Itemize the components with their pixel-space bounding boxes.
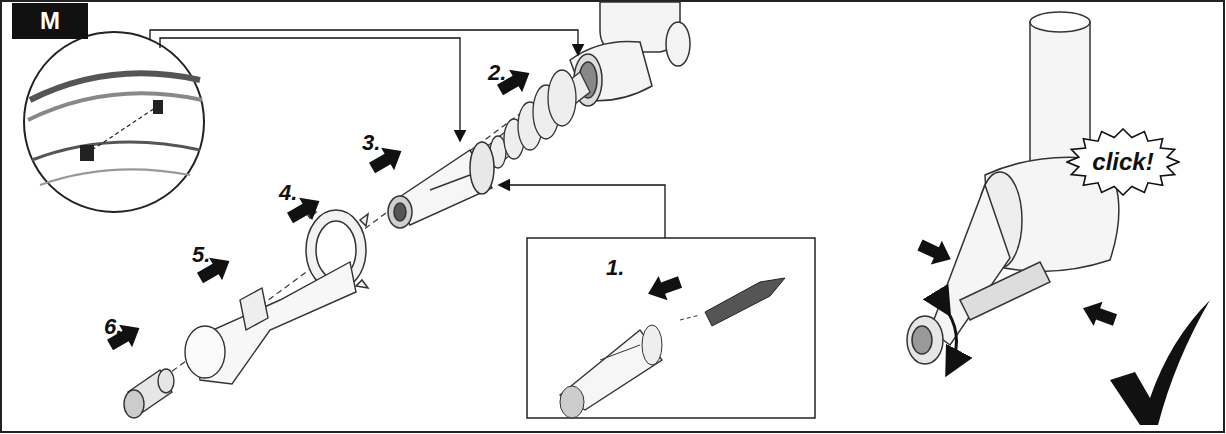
direction-arrows	[104, 62, 685, 357]
callout-number: 1.	[606, 255, 624, 281]
node-text: click!	[1066, 148, 1180, 176]
step-tab: M	[12, 3, 88, 39]
inset-box	[527, 238, 815, 418]
assembled-unit	[907, 12, 1119, 364]
callout-number: 3.	[362, 130, 380, 156]
press-arrows	[915, 233, 1120, 372]
detail-magnifier	[24, 32, 204, 212]
node-text: M	[12, 7, 88, 35]
callout-number: 2.	[488, 60, 506, 86]
callout-number: 4.	[279, 180, 297, 206]
callout-number: 5.	[192, 242, 210, 268]
end-cap	[124, 369, 174, 418]
click-burst: click!	[1066, 128, 1180, 196]
juicer-cone	[388, 142, 494, 228]
leader-lines	[150, 30, 665, 240]
callout-number: 6.	[104, 314, 122, 340]
axis-line	[140, 62, 590, 395]
juice-tray	[185, 262, 356, 384]
check-mark	[1110, 300, 1210, 425]
